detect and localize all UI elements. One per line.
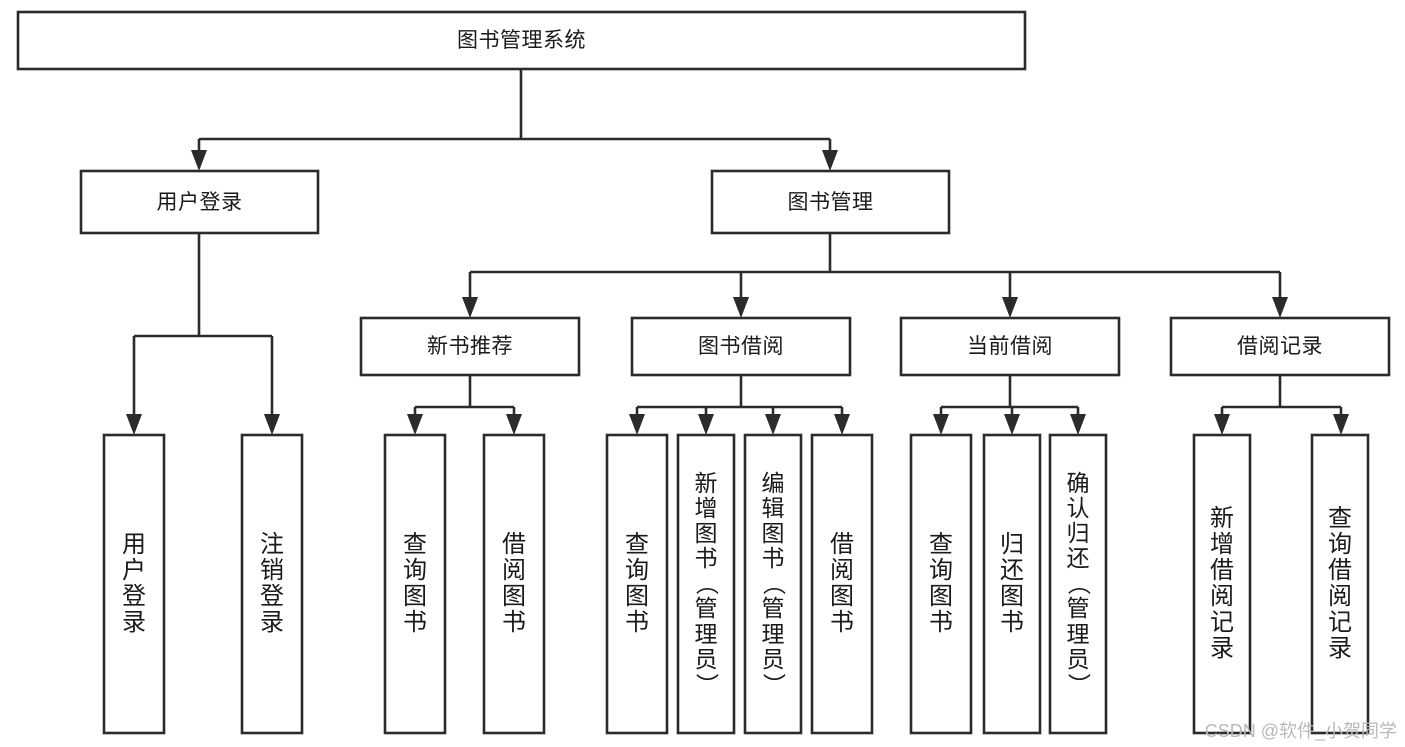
arrow-head-icon xyxy=(1002,297,1018,318)
arrow-head-icon xyxy=(462,297,478,318)
leaf-box-leaf-query-record[interactable] xyxy=(1310,433,1370,735)
leaf-box-leaf-return-book[interactable] xyxy=(982,433,1042,735)
node-box-borrow_record[interactable] xyxy=(1169,316,1391,377)
leaf-box-leaf-query-book-3[interactable] xyxy=(909,433,973,735)
node-box-book_borrow[interactable] xyxy=(630,316,852,377)
arrow-head-icon xyxy=(933,414,949,435)
arrow-head-icon xyxy=(1272,297,1288,318)
arrow-head-icon xyxy=(822,150,838,171)
arrow-head-icon xyxy=(1004,414,1020,435)
node-box-current_borrow[interactable] xyxy=(899,316,1121,377)
arrow-head-icon xyxy=(834,414,850,435)
leaf-box-leaf-add-record[interactable] xyxy=(1192,433,1252,735)
arrow-head-icon xyxy=(1070,414,1086,435)
node-box-root[interactable] xyxy=(16,10,1027,71)
leaf-box-leaf-query-book-1[interactable] xyxy=(383,433,447,735)
arrow-head-icon xyxy=(1214,414,1230,435)
arrow-head-icon xyxy=(126,414,142,435)
leaf-box-leaf-user-login[interactable] xyxy=(102,433,166,735)
leaf-box-leaf-add-book[interactable] xyxy=(676,433,736,735)
arrow-head-icon xyxy=(506,414,522,435)
arrow-head-icon xyxy=(765,414,781,435)
leaf-box-leaf-logout[interactable] xyxy=(240,433,304,735)
boxes-group xyxy=(16,10,1391,735)
leaf-box-leaf-edit-book[interactable] xyxy=(743,433,803,735)
leaf-box-leaf-confirm-return[interactable] xyxy=(1048,433,1108,735)
arrow-head-icon xyxy=(733,297,749,318)
arrow-head-icon xyxy=(629,414,645,435)
arrow-head-icon xyxy=(264,414,280,435)
node-box-user_login[interactable] xyxy=(79,169,320,235)
leaf-box-leaf-query-book-2[interactable] xyxy=(605,433,669,735)
arrow-head-icon xyxy=(407,414,423,435)
edges-group xyxy=(126,69,1349,435)
leaf-box-leaf-borrow-book-1[interactable] xyxy=(482,433,546,735)
node-box-book_manage[interactable] xyxy=(710,169,951,235)
arrow-head-icon xyxy=(698,414,714,435)
leaf-box-leaf-borrow-book-2[interactable] xyxy=(810,433,874,735)
arrow-head-icon xyxy=(191,150,207,171)
node-box-new_book_rec[interactable] xyxy=(359,316,581,377)
arrow-head-icon xyxy=(1333,414,1349,435)
